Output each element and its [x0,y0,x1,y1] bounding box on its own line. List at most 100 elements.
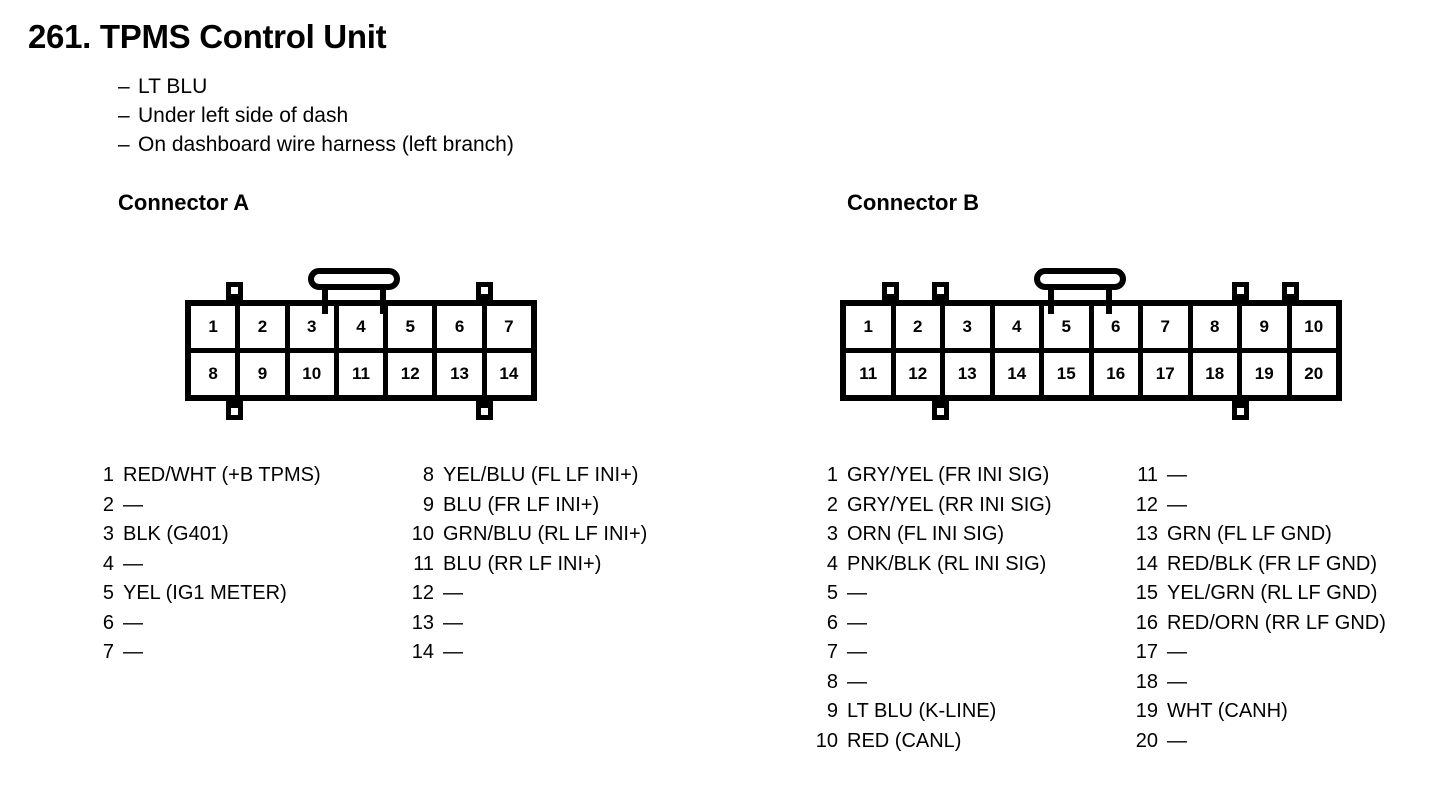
pin-number: 5 [826,582,838,604]
pin-row: 3 BLK (G401) [88,523,408,553]
pin-cell: 1 [846,306,896,348]
pin-row: 9 LT BLU (K-LINE) [812,700,1132,730]
pin-cell: 5 [388,306,438,348]
note-dash-icon: – [118,104,130,127]
pin-number: 2 [102,493,114,516]
connector-a-pin-list: 1 RED/WHT (+B TPMS) 2 — 3 BLK (G401) 4 —… [88,464,728,671]
pin-cell: 4 [995,306,1044,348]
pin-cell: 3 [945,306,995,348]
pin-number: 7 [826,641,838,663]
pin-cell: 9 [1242,306,1292,348]
pin-row: 3 ORN (FL INI SIG) [812,523,1132,553]
pin-cell: 17 [1143,353,1193,395]
keying-tab-icon [1232,400,1249,420]
note-dash-icon: – [118,75,130,98]
pin-description: — [123,611,143,634]
pin-description: RED/WHT (+B TPMS) [123,464,321,486]
pin-row: 13 GRN (FL LF GND) [1132,523,1452,553]
pin-row: 8 — [812,671,1132,701]
pin-cell: 6 [437,306,487,348]
pin-number: 12 [1135,493,1158,516]
pin-cell: 15 [1044,353,1094,395]
pin-number: 10 [815,729,838,752]
pin-number: 10 [411,523,434,545]
pin-cell: 20 [1304,364,1324,383]
pin-cell: 12 [388,353,438,395]
latch-stem-icon [1106,284,1112,314]
pin-cell: 2 [240,306,290,348]
pin-description: RED (CANL) [847,729,962,752]
pin-description: BLU (FR LF INI+) [443,493,600,516]
connector-b-pins-right: 11 — 12 — 13 GRN (FL LF GND) 14 RED/BLK … [1132,464,1452,759]
pin-description: GRN/BLU (RL LF INI+) [443,523,648,545]
pin-number: 14 [1135,552,1158,575]
pin-row: 20 — [1132,730,1452,760]
pin-row: 14 RED/BLK (FR LF GND) [1132,553,1452,583]
pin-cell: 4 [339,306,389,348]
notes-list: –LT BLU –Under left side of dash –On das… [118,72,818,159]
connector-a-bottom-row: 8 9 10 11 12 13 14 [191,353,531,395]
pin-description: — [847,582,867,604]
pin-cell: 13 [945,353,995,395]
pin-description: RED/BLK (FR LF GND) [1167,552,1378,575]
pin-number: 19 [1135,700,1158,722]
pin-description: — [847,670,867,693]
keying-tab-icon [476,282,493,302]
connector-b-body: 1 2 3 4 5 6 7 8 9 10 11 12 13 14 15 16 1… [840,300,1342,401]
pin-description: — [1167,729,1187,752]
pin-cell: 10 [290,353,339,395]
keying-tab-icon [1232,282,1249,302]
pin-number: 13 [411,611,434,634]
latch-bar-icon [308,268,400,290]
pin-cell: 7 [1143,306,1193,348]
pin-row: 5 — [812,582,1132,612]
pin-cell: 7 [504,317,514,336]
pin-row: 10 RED (CANL) [812,730,1132,760]
pin-number: 4 [826,552,838,575]
pin-description: GRY/YEL (RR INI SIG) [847,493,1052,516]
pin-number: 15 [1135,582,1158,604]
pin-number: 9 [826,700,838,722]
pin-row: 8 YEL/BLU (FL LF INI+) [408,464,728,494]
pin-number: 3 [102,523,114,545]
pin-row: 2 — [88,494,408,524]
pin-row: 16 RED/ORN (RR LF GND) [1132,612,1452,642]
keying-tab-icon [932,400,949,420]
pin-row: 14 — [408,641,728,671]
connector-a-top-row: 1 2 3 4 5 6 7 [191,306,531,353]
pin-description: BLK (G401) [123,523,229,545]
keying-tab-icon [226,400,243,420]
pin-number: 11 [1137,464,1158,486]
pin-number: 12 [411,582,434,604]
pin-cell: 19 [1242,353,1292,395]
connector-a-pins-left: 1 RED/WHT (+B TPMS) 2 — 3 BLK (G401) 4 —… [88,464,408,671]
pin-description: BLU (RR LF INI+) [443,552,602,575]
connector-a-pins-right: 8 YEL/BLU (FL LF INI+) 9 BLU (FR LF INI+… [408,464,728,671]
pin-description: LT BLU (K-LINE) [847,700,997,722]
pin-description: GRN (FL LF GND) [1167,523,1332,545]
pin-cell: 13 [437,353,487,395]
pin-description: — [847,641,867,663]
pin-cell: 8 [1193,306,1242,348]
keying-tab-icon [932,282,949,302]
note-item: –Under left side of dash [118,101,818,130]
pin-row: 5 YEL (IG1 METER) [88,582,408,612]
pin-row: 17 — [1132,641,1452,671]
pin-description: WHT (CANH) [1167,700,1288,722]
pin-cell: 18 [1193,353,1242,395]
note-text: LT BLU [138,75,208,98]
note-item: –LT BLU [118,72,818,101]
pin-row: 7 — [812,641,1132,671]
pin-row: 6 — [88,612,408,642]
pin-number: 2 [826,493,838,516]
pin-description: RED/ORN (RR LF GND) [1167,611,1386,634]
pin-number: 4 [102,552,114,575]
pin-row: 12 — [408,582,728,612]
connector-b-pin-list: 1 GRY/YEL (FR INI SIG) 2 GRY/YEL (RR INI… [812,464,1452,759]
pin-row: 6 — [812,612,1132,642]
pin-number: 20 [1135,729,1158,752]
pin-row: 10 GRN/BLU (RL LF INI+) [408,523,728,553]
connector-b-pins-left: 1 GRY/YEL (FR INI SIG) 2 GRY/YEL (RR INI… [812,464,1132,759]
pin-row: 12 — [1132,494,1452,524]
pin-row: 19 WHT (CANH) [1132,700,1452,730]
